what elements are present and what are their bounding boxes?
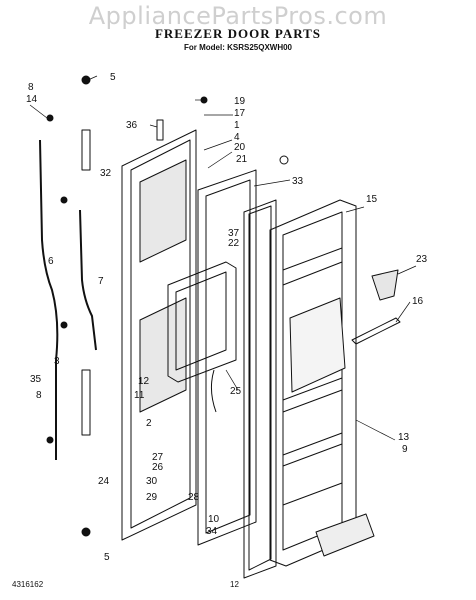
lower-hinge-plate (81, 369, 91, 436)
callout-20: 20 (234, 142, 246, 153)
callout-16: 16 (412, 296, 424, 307)
callout-17: 17 (234, 108, 246, 119)
callout-33: 33 (292, 176, 304, 187)
callout-34: 34 (206, 526, 218, 537)
callout-14: 14 (26, 94, 38, 105)
callout-35: 35 (30, 374, 42, 385)
door-gasket (243, 199, 277, 579)
watermark: AppliancePartsPros.com (88, 2, 388, 30)
callout-5-bottom: 5 (104, 552, 110, 563)
callout-9: 9 (402, 444, 408, 455)
callout-8-top: 8 (28, 82, 34, 93)
callout-21: 21 (236, 154, 248, 165)
callout-1: 1 (234, 120, 240, 131)
callout-11: 11 (134, 390, 145, 401)
callout-37: 37 (228, 228, 240, 239)
callout-22: 22 (228, 238, 240, 249)
callout-2: 2 (146, 418, 152, 429)
callout-26: 26 (152, 462, 164, 473)
upper-hinge-plate (81, 129, 91, 171)
bottom-bin (315, 513, 375, 557)
callout-24: 24 (98, 476, 110, 487)
callout-12: 12 (138, 376, 150, 387)
callout-8-bottom: 8 (36, 390, 42, 401)
callout-19: 19 (234, 96, 246, 107)
callout-30: 30 (146, 476, 158, 487)
dispenser-housing (167, 261, 237, 413)
door-liner-frame (197, 169, 257, 546)
footer-page-number: 12 (230, 580, 239, 589)
dispenser-cup (371, 269, 399, 301)
callout-28: 28 (188, 492, 200, 503)
handle-bar (79, 209, 97, 351)
callout-6: 6 (48, 256, 54, 267)
callout-32: 32 (100, 168, 112, 179)
model-line: For Model: KSRS25QXWH00 (183, 43, 292, 52)
footer-part-number: 4316162 (12, 580, 44, 589)
door-inner-liner (269, 199, 357, 567)
screw-set (46, 75, 289, 537)
callout-15: 15 (366, 194, 378, 205)
callout-25: 25 (230, 386, 242, 397)
callout-10: 10 (208, 514, 220, 525)
callout-5-top: 5 (110, 72, 116, 83)
shelf-rail (351, 317, 401, 345)
callout-7: 7 (98, 276, 104, 287)
callout-36: 36 (126, 120, 138, 131)
callout-3: 3 (54, 356, 60, 367)
door-rod (39, 139, 59, 460)
callout-4: 4 (234, 132, 240, 143)
page-title: FREEZER DOOR PARTS (154, 26, 322, 41)
door-outer-panel (121, 119, 197, 541)
callout-29: 29 (146, 492, 158, 503)
callout-23: 23 (416, 254, 428, 265)
callout-13: 13 (398, 432, 410, 443)
callout-27: 27 (152, 452, 164, 463)
